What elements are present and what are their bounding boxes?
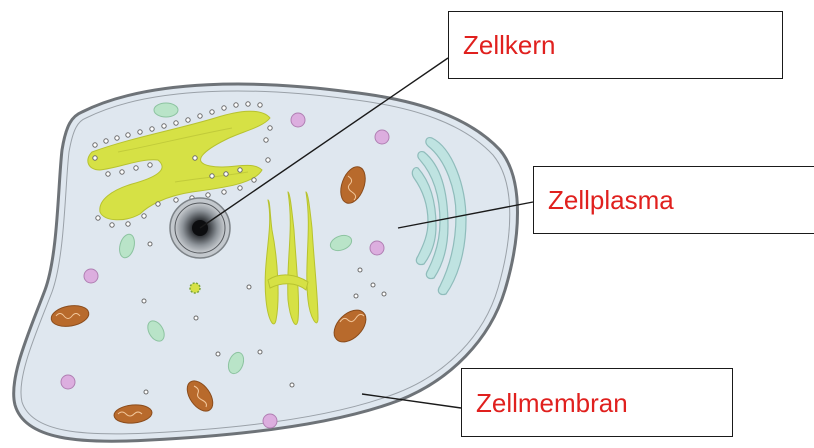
cytoplasm-label-box: Zellplasma: [533, 166, 814, 234]
cytoplasm-label: Zellplasma: [548, 187, 674, 213]
nucleus-label: Zellkern: [463, 32, 555, 58]
membrane-label: Zellmembran: [476, 390, 628, 416]
nucleus-label-box: Zellkern: [448, 11, 783, 79]
centrosome-icon: [190, 283, 200, 293]
membrane-label-box: Zellmembran: [461, 368, 733, 437]
